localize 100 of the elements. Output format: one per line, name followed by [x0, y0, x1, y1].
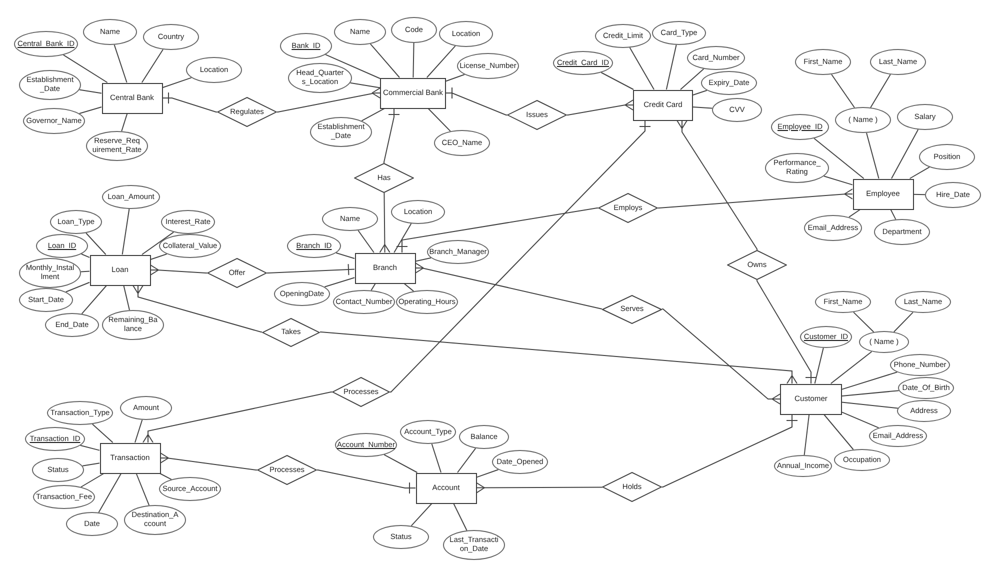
connector-line — [824, 414, 854, 450]
attribute-ellipse — [333, 290, 395, 314]
connector-line — [814, 138, 864, 179]
attribute-ellipse — [897, 104, 953, 130]
attribute-ellipse — [83, 19, 137, 45]
connector-line — [122, 208, 130, 255]
connector-line — [336, 252, 355, 259]
connector-line — [814, 347, 824, 384]
connector-line — [361, 108, 385, 122]
attribute-ellipse — [102, 185, 160, 209]
relationship-diamond — [207, 258, 267, 288]
attribute-ellipse — [373, 525, 429, 549]
entity-box — [354, 252, 416, 284]
connector-line — [446, 74, 465, 82]
connector-line — [412, 42, 414, 78]
connector-line — [81, 285, 107, 314]
connector-line — [831, 74, 855, 108]
cardinality-line — [142, 392, 332, 443]
attribute-ellipse — [50, 210, 102, 234]
relationship-diamond — [602, 472, 662, 502]
connector-line — [80, 270, 90, 272]
connector-line — [80, 473, 104, 488]
connector-line — [415, 257, 432, 262]
cardinality-line — [390, 120, 651, 392]
relationship-diamond — [217, 97, 277, 127]
attribute-ellipse — [310, 117, 372, 147]
cardinality-line — [320, 332, 798, 384]
cardinality-line — [266, 264, 355, 276]
connector-line — [853, 312, 874, 332]
attribute-ellipse — [23, 108, 85, 134]
connector-line — [121, 113, 128, 132]
connector-line — [666, 44, 677, 90]
entity-box — [852, 178, 914, 210]
attribute-ellipse — [834, 449, 890, 471]
attribute-ellipse — [870, 49, 926, 75]
attribute-ellipse — [774, 455, 832, 477]
attribute-ellipse — [45, 313, 99, 337]
key-attribute-ellipse — [553, 51, 613, 75]
attribute-ellipse — [32, 458, 84, 482]
connector-line — [866, 132, 880, 179]
cardinality-line — [662, 308, 780, 404]
attribute-ellipse — [274, 282, 330, 306]
relationship-diamond — [727, 250, 787, 280]
connector-line — [80, 254, 90, 258]
entity-box — [102, 82, 162, 114]
attribute-ellipse — [835, 107, 891, 133]
attribute-ellipse — [288, 63, 352, 93]
cardinality-line — [396, 208, 598, 253]
key-attribute-ellipse — [36, 234, 88, 258]
connector-line — [86, 232, 106, 255]
entity-box — [416, 472, 476, 504]
connector-line — [890, 209, 896, 220]
attribute-ellipse — [712, 98, 762, 122]
attribute-ellipse — [120, 396, 172, 420]
connector-line — [80, 444, 100, 451]
connector-line — [629, 47, 654, 90]
connector-line — [842, 412, 880, 428]
relationship-diamond — [257, 455, 317, 485]
attribute-ellipse — [652, 21, 706, 45]
connector-line — [431, 443, 442, 473]
connector-line — [891, 129, 919, 179]
relationship-diamond — [262, 318, 320, 346]
connector-line — [870, 74, 891, 108]
attribute-ellipse — [19, 258, 81, 288]
cardinality-line — [160, 452, 258, 470]
connector-line — [160, 473, 172, 480]
entity-box — [100, 442, 160, 474]
connector-line — [162, 77, 192, 88]
attribute-ellipse — [439, 21, 493, 47]
relationship-diamond — [598, 193, 658, 223]
entity-box — [633, 90, 693, 120]
attribute-ellipse — [804, 215, 862, 241]
relationship-diamond — [354, 163, 414, 193]
cardinality-line — [658, 188, 853, 208]
connector-line — [426, 45, 456, 78]
attribute-ellipse — [687, 46, 745, 70]
connector-line — [150, 254, 168, 260]
cardinality-line — [756, 280, 817, 384]
connector-line — [842, 390, 900, 396]
relationship-diamond — [332, 377, 390, 407]
connector-line — [134, 419, 143, 443]
attribute-ellipse — [874, 219, 930, 245]
cardinality-line — [150, 264, 208, 276]
connector-line — [457, 448, 476, 473]
connector-line — [370, 43, 400, 78]
attribute-ellipse — [765, 153, 829, 183]
connector-line — [324, 277, 355, 288]
connector-line — [92, 424, 114, 443]
attribute-ellipse — [919, 144, 975, 170]
connector-line — [78, 106, 102, 114]
connector-line — [842, 402, 898, 409]
cardinality-line — [316, 470, 416, 494]
connector-line — [410, 503, 432, 526]
connector-line — [692, 106, 713, 109]
connector-line — [848, 209, 861, 218]
cardinality-line — [384, 108, 400, 164]
relationship-diamond — [507, 100, 567, 130]
entity-box — [780, 384, 842, 414]
attribute-ellipse — [859, 331, 909, 353]
cardinality-line — [476, 482, 603, 494]
